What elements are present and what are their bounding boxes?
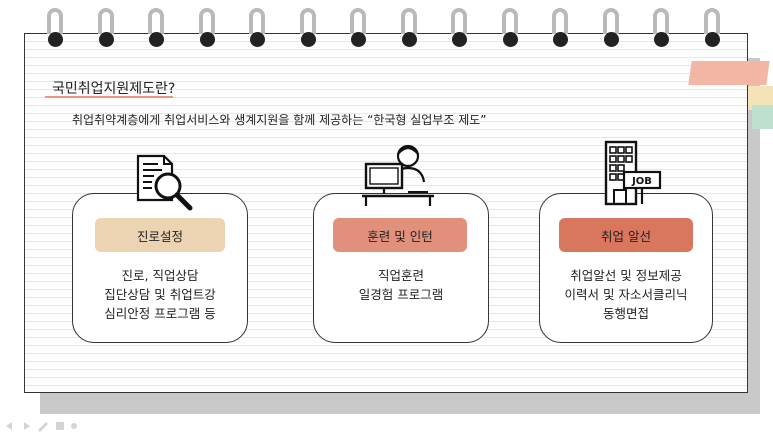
desc-line: 진로, 직업상담: [121, 268, 199, 283]
desc-line: 집단상담 및 취업트강: [104, 287, 216, 302]
binding-ring: [247, 8, 269, 48]
pill-placement-label: 취업 알선: [601, 228, 651, 244]
binding-ring: [96, 8, 118, 48]
binding-ring: [399, 8, 421, 48]
binding-ring: [298, 8, 320, 48]
desc-placement: 취업알선 및 정보제공 이력서 및 자소서클리닉 동행면접: [539, 266, 713, 323]
binding-ring: [348, 8, 370, 48]
desc-line: 직업훈련: [377, 268, 424, 283]
binding-ring: [500, 8, 522, 48]
next-icon: [24, 422, 30, 430]
page-title: 국민취업지원제도란?: [52, 81, 176, 97]
pill-career-label: 진로설정: [136, 228, 183, 244]
binding-ring: [146, 8, 168, 48]
desc-line: 이력서 및 자소서클리닉: [564, 287, 688, 302]
spiral-binding: [0, 0, 773, 60]
desc-career: 진로, 직업상담 집단상담 및 취업트강 심리안정 프로그램 등: [72, 266, 248, 323]
desc-line: 취업알선 및 정보제공: [570, 268, 682, 283]
desc-line: 일경험 프로그램: [358, 287, 444, 302]
slides-icon: [56, 422, 64, 430]
pill-training: 훈련 및 인턴: [333, 218, 467, 252]
svg-text:JOB: JOB: [631, 176, 652, 187]
pen-icon: [38, 422, 48, 432]
desc-training: 직업훈련 일경험 프로그램: [313, 266, 489, 304]
binding-ring: [449, 8, 471, 48]
binding-ring: [45, 8, 67, 48]
zoom-icon: [71, 423, 77, 429]
binding-ring: [702, 8, 724, 48]
binding-ring: [601, 8, 623, 48]
prev-icon: [6, 422, 12, 430]
document-search-icon: [136, 154, 193, 211]
desc-line: 심리안정 프로그램 등: [104, 306, 216, 321]
title-underline: [45, 96, 173, 98]
desc-line: 동행면접: [602, 306, 649, 321]
person-computer-icon: [362, 144, 434, 206]
binding-ring: [197, 8, 219, 48]
pill-career: 진로설정: [95, 218, 225, 252]
tab-green: [752, 105, 773, 129]
binding-ring: [550, 8, 572, 48]
pill-placement: 취업 알선: [559, 218, 693, 252]
slideshow-toolbar[interactable]: [4, 420, 84, 432]
page-subtitle: 취업취약계층에게 취업서비스와 생계지원을 함께 제공하는 “한국형 실업부조 …: [72, 113, 487, 127]
job-building-icon: JOB: [604, 140, 662, 206]
tab-pink: [688, 61, 770, 85]
pill-training-label: 훈련 및 인턴: [367, 228, 433, 244]
binding-ring: [651, 8, 673, 48]
